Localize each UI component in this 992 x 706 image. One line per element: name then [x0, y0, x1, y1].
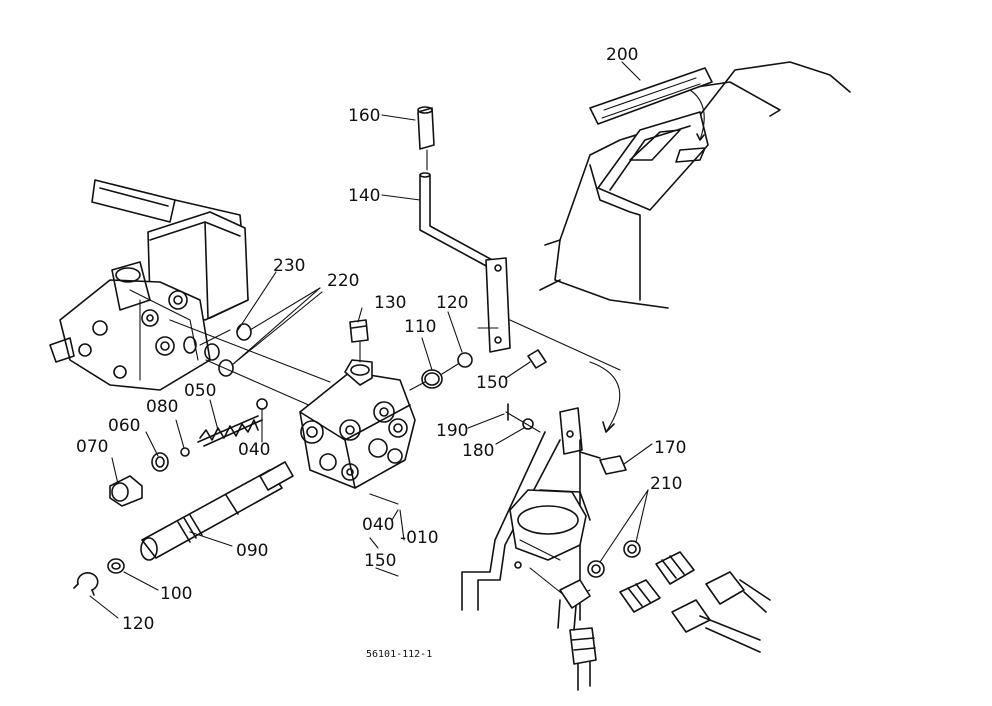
fender-panel	[539, 61, 851, 309]
direction-arrow	[589, 361, 621, 433]
callout-labels: 200 160 140 230 220 130 120 110 150 050 …	[76, 45, 686, 660]
callout-190: 190	[436, 421, 468, 441]
hydraulic-housing	[49, 179, 249, 391]
callout-230: 230	[273, 256, 305, 276]
seal-rings-230-220	[169, 287, 331, 411]
callout-050: 050	[184, 381, 216, 401]
callout-160: 160	[348, 106, 380, 126]
hose-fittings	[557, 551, 771, 691]
lever-140	[417, 106, 621, 371]
spool-090	[140, 461, 294, 561]
callout-130: 130	[374, 293, 406, 313]
rings-100-120	[73, 558, 125, 596]
control-valve-body	[299, 359, 416, 489]
bracket-assembly	[461, 403, 627, 621]
drawing-reference-number: 56101-112-1	[366, 649, 432, 660]
callout-150-bottom: 150	[364, 551, 396, 571]
callout-leaders	[89, 61, 653, 619]
callout-140: 140	[348, 186, 380, 206]
callout-150-top: 150	[476, 373, 508, 393]
callout-090: 090	[236, 541, 268, 561]
callout-170: 170	[654, 438, 686, 458]
callout-040-right: 040	[362, 515, 394, 535]
callout-180: 180	[462, 441, 494, 461]
plug-130	[349, 319, 369, 363]
callout-120-top: 120	[436, 293, 468, 313]
callout-060: 060	[108, 416, 140, 436]
callout-100: 100	[160, 584, 192, 604]
callout-040-left: 040	[238, 440, 270, 460]
callout-110: 110	[404, 317, 436, 337]
callout-210: 210	[650, 474, 682, 494]
callout-120-bottom: 120	[122, 614, 154, 634]
callout-200: 200	[606, 45, 638, 65]
callout-070: 070	[76, 437, 108, 457]
washers-210	[587, 540, 641, 578]
callout-220: 220	[327, 271, 359, 291]
callout-080: 080	[146, 397, 178, 417]
rings-110-120-150	[409, 349, 547, 391]
callout-010: -010	[400, 528, 439, 548]
